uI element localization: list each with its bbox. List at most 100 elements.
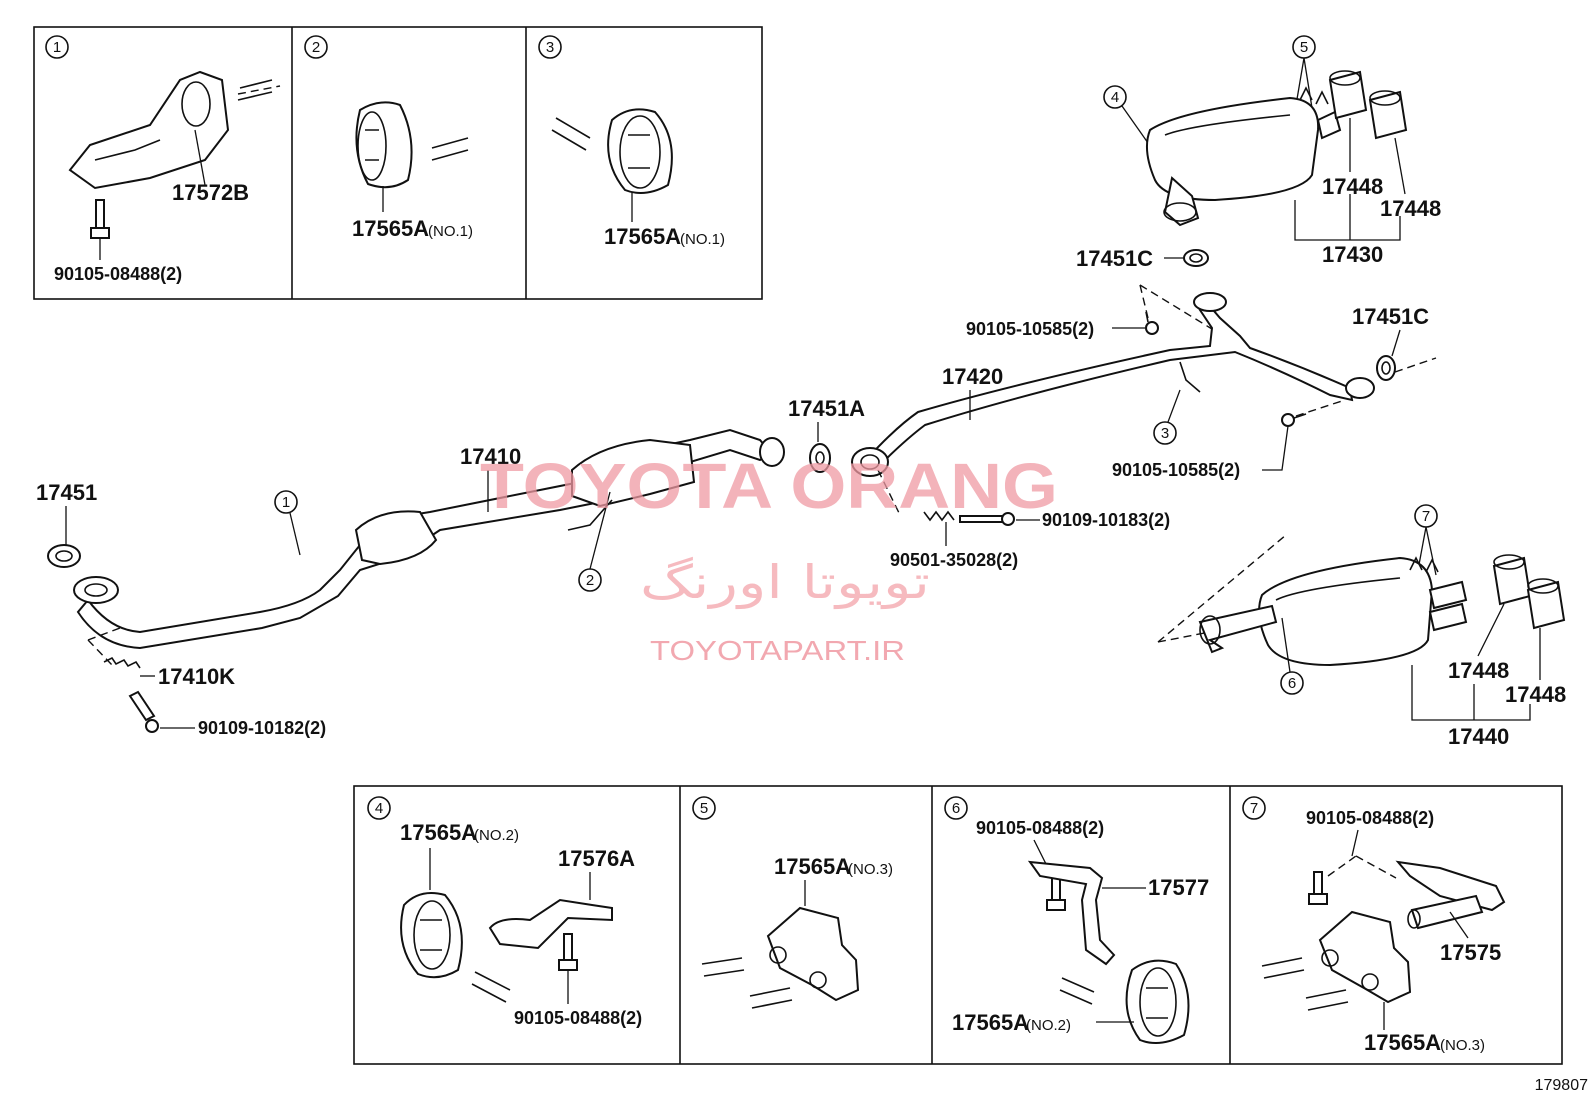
bolt-icon [1281, 413, 1307, 427]
gasket-icon [1183, 249, 1209, 267]
bolt-icon [1046, 877, 1066, 911]
callout-5-top: 5 [1300, 39, 1308, 56]
bolt-icon [1308, 871, 1328, 905]
spring-icon [923, 510, 955, 522]
detail-box-2: 2 17565A (NO.1) [304, 35, 473, 241]
label-17451C-top: 17451C [1076, 246, 1153, 271]
label-17565A-box3: 17565A [604, 224, 681, 249]
box-3-number: 3 [546, 39, 554, 56]
callout-1: 1 [282, 494, 290, 511]
label-17420: 17420 [942, 364, 1003, 389]
label-17565A-box4: 17565A [400, 820, 477, 845]
label-17410K: 17410K [158, 664, 235, 689]
label-17448-lower-2: 17448 [1505, 682, 1566, 707]
detail-box-frame-bottom [353, 785, 1563, 1065]
box-5-number: 5 [700, 800, 708, 817]
note-box2: (NO.1) [428, 223, 473, 240]
note-box4: (NO.2) [474, 827, 519, 844]
note-box3: (NO.1) [680, 231, 725, 248]
label-90109-10183: 90109-10183(2) [1042, 510, 1170, 530]
rubber-hanger-icon [1318, 910, 1412, 1004]
label-17576A: 17576A [558, 846, 635, 871]
note-box5: (NO.3) [848, 861, 893, 878]
inlet-pipe-icon [1198, 604, 1278, 654]
heat-insulator-icon [68, 70, 230, 190]
detail-boxes-bottom: 4 17565A (NO.2) 17576A 90105-08488(2) 5 … [353, 785, 1563, 1065]
callout-3: 3 [1161, 425, 1169, 442]
gasket-icon [809, 443, 831, 473]
rubber-hanger-icon [766, 906, 860, 1002]
bolt-icon [959, 512, 1015, 526]
label-17410: 17410 [460, 444, 521, 469]
muffler-upper-icon [1145, 96, 1320, 202]
detail-box-4: 4 17565A (NO.2) 17576A 90105-08488(2) [367, 796, 642, 1028]
upper-muffler-assembly: 4 5 17448 17448 17430 17451C [1076, 35, 1441, 271]
center-pipe-assembly: 90105-10585(2) 17420 17451C 3 90105-1058… [851, 284, 1437, 480]
label-17451: 17451 [36, 480, 97, 505]
box-4-number: 4 [375, 800, 383, 817]
label-90501-35028: 90501-35028(2) [890, 550, 1018, 570]
detail-box-7: 7 90105-08488(2) 17575 17565A (NO.3) [1242, 796, 1506, 1055]
label-90105-08488-box1: 90105-08488(2) [54, 264, 182, 284]
detail-box-5: 5 17565A (NO.3) [692, 796, 893, 1009]
detail-box-3: 3 17565A (NO.1) [538, 35, 725, 249]
label-90109-10182: 90109-10182(2) [198, 718, 326, 738]
label-17572B: 17572B [172, 180, 249, 205]
catalytic-converter-rear-icon [571, 438, 696, 508]
label-17575: 17575 [1440, 940, 1501, 965]
watermark-brand-fa: تویوتا اورنگ [640, 555, 930, 610]
label-17565A-box2: 17565A [352, 216, 429, 241]
lower-muffler-assembly: 7 17448 17448 17440 6 [1157, 504, 1566, 749]
label-90105-10585-lower: 90105-10585(2) [1112, 460, 1240, 480]
detail-boxes-top: 1 17572B 90105-08488(2) 2 17565A [33, 26, 763, 300]
tail-pipe-tip-icon [1492, 554, 1566, 630]
gasket-icon [47, 544, 81, 568]
gasket-icon [1376, 355, 1396, 381]
tail-pipe-tip-icon [1328, 70, 1408, 140]
label-90105-08488-box7: 90105-08488(2) [1306, 808, 1434, 828]
rubber-hanger-icon [607, 108, 673, 195]
label-90105-08488-box4: 90105-08488(2) [514, 1008, 642, 1028]
label-90105-10585-upper: 90105-10585(2) [966, 319, 1094, 339]
detail-box-1: 1 17572B 90105-08488(2) [45, 35, 281, 284]
hanger-bracket-icon [1027, 860, 1116, 966]
box-6-number: 6 [952, 800, 960, 817]
label-17451C-right: 17451C [1352, 304, 1429, 329]
bolt-icon [128, 690, 159, 733]
watermark-brand: TOYOTA ORANG [480, 450, 1058, 522]
note-box6: (NO.2) [1026, 1017, 1071, 1034]
watermark: TOYOTA ORANG تویوتا اورنگ TOYOTAPART.IR [480, 450, 1058, 666]
hanger-bracket-icon [488, 898, 613, 950]
label-17448-lower-1: 17448 [1448, 658, 1509, 683]
label-90105-08488-box6: 90105-08488(2) [976, 818, 1104, 838]
muffler-lower-icon [1258, 556, 1434, 667]
bolt-icon [558, 933, 578, 971]
watermark-site: TOYOTAPART.IR [650, 635, 905, 666]
document-number: 179807 [1535, 1077, 1588, 1094]
bolt-icon [90, 199, 110, 239]
callout-2: 2 [586, 572, 594, 589]
callout-4: 4 [1111, 89, 1119, 106]
label-17565A-box5: 17565A [774, 854, 851, 879]
label-17448-upper-2: 17448 [1380, 196, 1441, 221]
label-17440: 17440 [1448, 724, 1509, 749]
callout-7-main: 7 [1422, 508, 1430, 525]
label-17565A-box7: 17565A [1364, 1030, 1441, 1055]
label-17448-upper-1: 17448 [1322, 174, 1383, 199]
label-17430: 17430 [1322, 242, 1383, 267]
rubber-hanger-icon [1125, 959, 1190, 1045]
label-17451A: 17451A [788, 396, 865, 421]
label-17565A-box6: 17565A [952, 1010, 1029, 1035]
center-pipe-icon [864, 302, 1354, 467]
callout-6-main: 6 [1288, 675, 1296, 692]
label-17577: 17577 [1148, 875, 1209, 900]
rubber-hanger-icon [400, 892, 463, 979]
note-box7: (NO.3) [1440, 1037, 1485, 1054]
box-1-number: 1 [53, 39, 61, 56]
box-2-number: 2 [312, 39, 320, 56]
bolt-icon [1145, 311, 1159, 335]
catalytic-converter-front-icon [354, 510, 438, 566]
detail-box-frame-top [33, 26, 763, 300]
detail-box-6: 6 90105-08488(2) 17577 17565A (NO.2) [944, 796, 1209, 1045]
